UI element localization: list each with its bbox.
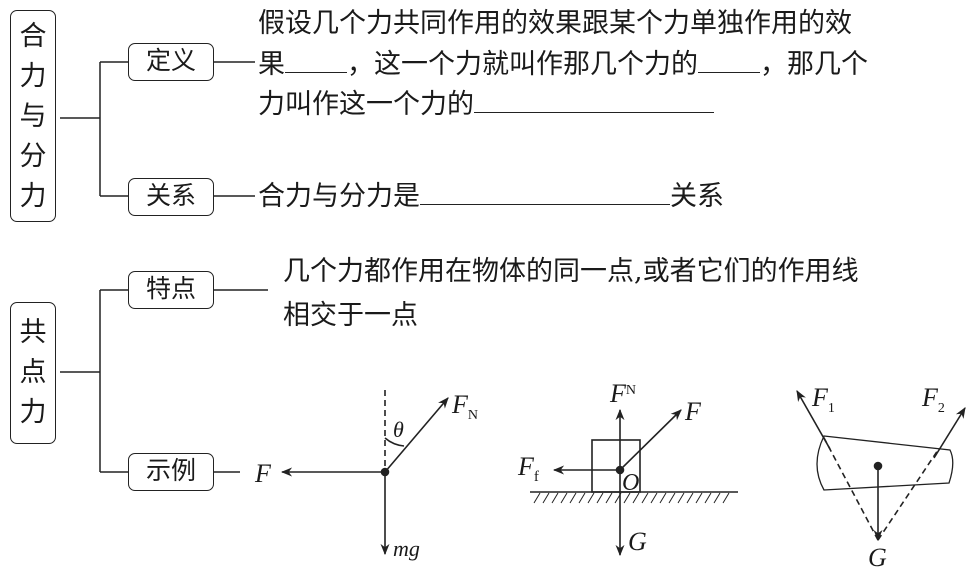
label-F: F [684, 397, 702, 426]
theta-arc [384, 437, 405, 447]
definition-text: 力叫作这一个力的 [258, 89, 474, 120]
feature-label: 特点 [128, 271, 214, 309]
relation-text: 合力与分力是 关系 [258, 176, 724, 217]
relation-text-a: 合力与分力是 [258, 181, 420, 212]
point-O-dot [615, 465, 625, 475]
center-of-gravity-dot [873, 461, 883, 471]
diagram-suspended-bar [796, 390, 966, 542]
definition-line3: 力叫作这一个力的 [258, 84, 714, 125]
label-O: O [622, 470, 639, 496]
definition-text: 果 [258, 49, 285, 80]
dashed-line-right [877, 449, 939, 541]
section1-connectors [60, 61, 255, 197]
definition-label: 定义 [128, 43, 214, 81]
blank-1[interactable] [285, 44, 347, 73]
section2-connectors [60, 289, 268, 473]
label-G: G [628, 527, 647, 556]
definition-text: ，那几个 [760, 49, 868, 80]
ground-hatching [533, 492, 730, 504]
force-F2-arrow [933, 407, 966, 459]
relation-label: 关系 [128, 178, 214, 216]
relation-text-b: 关系 [670, 181, 724, 212]
label-FN: FN [451, 390, 478, 423]
force-FN-arrow [384, 397, 449, 473]
blank-3[interactable] [474, 84, 714, 113]
label-F: F [254, 459, 272, 488]
label-theta: θ [393, 417, 404, 442]
feature-line2: 相交于一点 [283, 300, 418, 331]
label-FN: FN [609, 379, 636, 408]
example-label: 示例 [128, 453, 214, 491]
force-F-arrow [619, 409, 682, 471]
diagram-block-on-ground [530, 408, 738, 557]
blank-2[interactable] [698, 44, 760, 73]
label-F2: F2 [921, 383, 945, 416]
section1-title-box: 合力与分力 [10, 10, 56, 222]
bar-shape [816, 435, 954, 491]
force-F1-arrow [796, 390, 831, 450]
label-Ff: Ff [517, 452, 539, 485]
definition-line1: 假设几个力共同作用的效果跟某个力单独作用的效 [258, 8, 852, 39]
diagram-inclined-forces [280, 390, 449, 556]
point-dot [380, 467, 390, 477]
definition-text: ，这一个力就叫作那几个力的 [347, 49, 698, 80]
label-G: G [868, 543, 887, 569]
blank-4[interactable] [420, 176, 670, 205]
label-mg: mg [393, 536, 420, 561]
label-F1: F1 [811, 383, 835, 416]
feature-line1: 几个力都作用在物体的同一点,或者它们的作用线 [283, 256, 859, 287]
section2-title-box: 共点力 [10, 302, 56, 444]
definition-line2: 果 ，这一个力就叫作那几个力的 ，那几个 [258, 44, 868, 85]
